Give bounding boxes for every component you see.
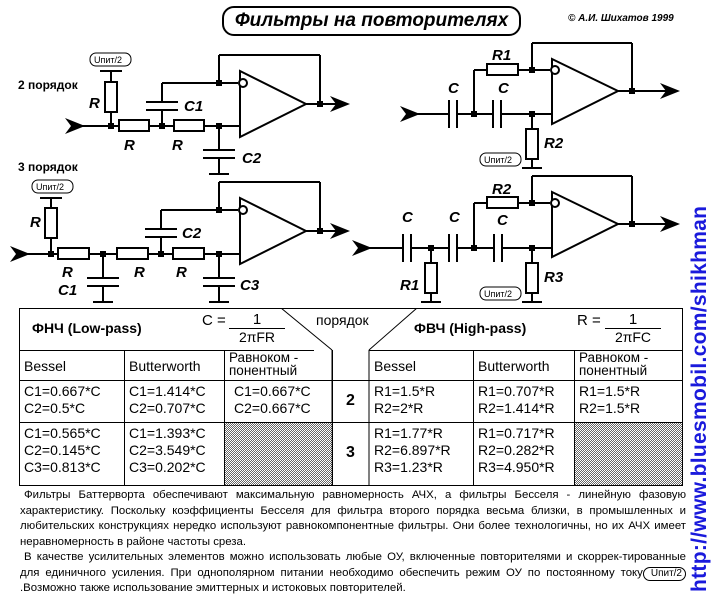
resistor bbox=[118, 119, 150, 132]
lowpass-title: ФНЧ (Low-pass) bbox=[32, 320, 142, 336]
svg-text:R2: R2 bbox=[492, 181, 512, 198]
lowpass-2-equal: C1=0.667*C C2=0.667*C bbox=[234, 383, 311, 416]
lowpass-3-circuit: 3 порядок Uпит/2 bbox=[10, 160, 350, 303]
order-2-label: 2 порядок bbox=[18, 78, 79, 92]
highpass-formula-lhs: R = bbox=[577, 312, 601, 329]
supply-badge: Uпит/2 bbox=[642, 566, 686, 581]
svg-text:C2: C2 bbox=[182, 225, 202, 242]
supply-badge: Uпит/2 bbox=[479, 152, 522, 167]
svg-text:Uпит/2: Uпит/2 bbox=[36, 182, 64, 192]
highpass-3-equal-na bbox=[575, 423, 682, 485]
lowpass-col-bessel: Bessel bbox=[24, 358, 67, 374]
note-paragraph-2: В качестве усилительных элементов можно … bbox=[20, 551, 686, 594]
svg-text:R2: R2 bbox=[544, 135, 564, 152]
resistor bbox=[44, 207, 58, 239]
svg-text:R: R bbox=[62, 264, 73, 281]
svg-text:C: C bbox=[448, 80, 460, 97]
svg-text:C: C bbox=[449, 209, 461, 226]
highpass-2-bessel: R1=1.5*R R2=2*R bbox=[374, 383, 436, 416]
svg-text:R1: R1 bbox=[400, 277, 419, 294]
highpass-2-butterworth: R1=0.707*R R2=1.414*R bbox=[478, 383, 555, 416]
highpass-col-equal: Равноком - понентный bbox=[579, 350, 649, 378]
lowpass-3-butterworth: C1=1.393*C C2=3.549*C C3=0.202*C bbox=[129, 425, 206, 475]
svg-text:C1: C1 bbox=[184, 98, 203, 115]
highpass-formula: 1 2πFC bbox=[605, 311, 661, 346]
resistor bbox=[172, 247, 205, 260]
note-paragraph-1: Фильтры Баттерворта обеспечивают максима… bbox=[20, 489, 686, 548]
highpass-col-bessel: Bessel bbox=[374, 358, 417, 374]
highpass-title: ФВЧ (High-pass) bbox=[414, 320, 527, 336]
svg-text:C3: C3 bbox=[240, 277, 260, 294]
resistor bbox=[525, 128, 539, 160]
highpass-3-bessel: R1=1.77*R R2=6.897*R R3=1.23*R bbox=[374, 425, 451, 475]
svg-text:R: R bbox=[134, 264, 145, 281]
svg-text:R: R bbox=[124, 137, 135, 154]
svg-text:R1: R1 bbox=[492, 47, 511, 64]
svg-text:R: R bbox=[176, 264, 187, 281]
svg-text:C1: C1 bbox=[58, 282, 77, 299]
svg-text:C: C bbox=[497, 212, 509, 229]
lowpass-formula: 1 2πFR bbox=[229, 311, 285, 346]
svg-text:Uпит/2: Uпит/2 bbox=[94, 55, 122, 65]
highpass-col-butterworth: Butterworth bbox=[478, 358, 550, 374]
lowpass-3-equal-na bbox=[225, 423, 332, 485]
schematics: 2 порядок Uпит/2 bbox=[10, 42, 680, 303]
lowpass-col-equal: Равноком - понентный bbox=[229, 350, 299, 378]
resistor bbox=[486, 196, 519, 209]
resistor bbox=[104, 81, 118, 113]
highpass-2-equal: R1=1.5*R R2=1.5*R bbox=[579, 383, 641, 416]
supply-badge: Uпит/2 bbox=[31, 179, 74, 194]
lowpass-2-bessel: C1=0.667*C C2=0.5*C bbox=[24, 383, 101, 416]
svg-text:R3: R3 bbox=[544, 269, 564, 286]
copyright: © А.И. Шихатов 1999 bbox=[568, 13, 674, 24]
supply-badge: Uпит/2 bbox=[89, 52, 132, 67]
lowpass-col-butterworth: Butterworth bbox=[129, 358, 201, 374]
svg-text:C: C bbox=[498, 80, 510, 97]
supply-badge: Uпит/2 bbox=[479, 286, 522, 301]
lowpass-3-bessel: C1=0.565*C C2=0.145*C C3=0.813*C bbox=[24, 425, 101, 475]
order-2: 2 bbox=[346, 392, 355, 409]
svg-text:R: R bbox=[172, 137, 183, 154]
highpass-3-butterworth: R1=0.717*R R2=0.282*R R3=4.950*R bbox=[478, 425, 555, 475]
coefficients-table: ФНЧ (Low-pass) C = 1 2πFR порядок ФВЧ (H… bbox=[19, 308, 683, 486]
resistor bbox=[525, 262, 539, 294]
page-title: Фильтры на повторителях bbox=[222, 6, 521, 36]
svg-text:Uпит/2: Uпит/2 bbox=[484, 289, 512, 299]
resistor bbox=[424, 262, 438, 294]
lowpass-formula-lhs: C = bbox=[202, 312, 226, 329]
svg-text:R: R bbox=[30, 214, 41, 231]
lowpass-2-circuit: 2 порядок Uпит/2 bbox=[18, 52, 350, 175]
svg-text:Uпит/2: Uпит/2 bbox=[484, 155, 512, 165]
order-3: 3 bbox=[346, 444, 355, 461]
resistor bbox=[116, 247, 149, 260]
resistor bbox=[57, 247, 90, 260]
resistor bbox=[486, 63, 519, 76]
notes: Фильтры Баттерворта обеспечивают максима… bbox=[20, 488, 686, 597]
highpass-3-circuit: Uпит/2 C C C R1 R2 R3 bbox=[352, 175, 680, 303]
lowpass-2-butterworth: C1=1.414*C C2=0.707*C bbox=[129, 383, 206, 416]
svg-text:C2: C2 bbox=[242, 150, 262, 167]
resistor bbox=[173, 119, 205, 132]
highpass-2-circuit: Uпит/2 R1 C C R2 bbox=[400, 42, 680, 169]
order-3-label: 3 порядок bbox=[18, 160, 79, 174]
order-header: порядок bbox=[316, 312, 369, 328]
svg-text:R: R bbox=[89, 95, 100, 112]
svg-text:C: C bbox=[402, 209, 414, 226]
